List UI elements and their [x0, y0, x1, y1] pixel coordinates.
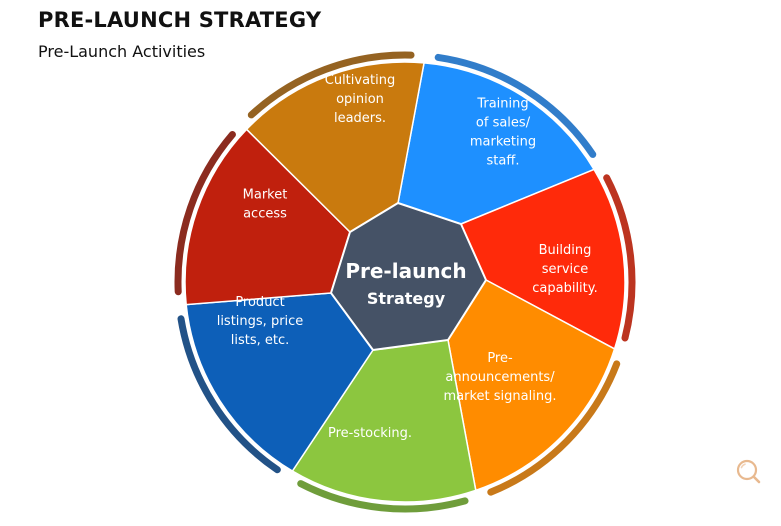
wheel-segment	[245, 61, 425, 233]
wheel-rim-arc	[434, 53, 597, 158]
segment-label: Building	[539, 243, 592, 258]
search-icon[interactable]	[733, 456, 765, 488]
segment-label: Pre-stocking.	[328, 426, 412, 441]
segment-label: marketing	[470, 135, 536, 150]
segment-label: opinion	[336, 92, 384, 107]
center-hub	[329, 201, 488, 352]
segment-label: access	[243, 207, 287, 222]
segment-label: capability.	[532, 281, 598, 296]
segment-label: leaders.	[334, 111, 386, 126]
wheel-rim-arc	[174, 131, 236, 296]
segment-label: announcements/	[445, 370, 555, 385]
segment-label: Cultivating	[325, 73, 396, 88]
segment-label: Market	[243, 188, 288, 203]
segment-label: market signaling.	[444, 389, 557, 404]
segment-label: of sales/	[476, 116, 531, 131]
segment-label: Training	[476, 97, 528, 112]
segment-label: Product	[235, 295, 284, 310]
wheel-rim-arc	[247, 51, 415, 119]
segment-label: lists, etc.	[231, 333, 290, 348]
wheel-segment	[185, 292, 374, 473]
page-subtitle: Pre-Launch Activities	[38, 42, 206, 61]
wheel-rim-arc	[297, 480, 469, 513]
wheel-segment	[291, 339, 477, 503]
wheel-segment	[184, 128, 351, 306]
segment-label: service	[542, 262, 589, 277]
center-title: Pre-launch	[345, 259, 466, 283]
page-title: PRE-LAUNCH STRATEGY	[38, 8, 322, 32]
wheel-rim-arc	[177, 315, 281, 474]
wheel-rim	[174, 51, 636, 513]
segment-label: staff.	[487, 154, 520, 169]
wheel-labels: Training of sales/marketing staff. Building…	[217, 73, 598, 441]
wheel-segment	[459, 168, 626, 350]
segment-label: listings, price	[217, 314, 304, 329]
wheel-segment	[447, 279, 616, 492]
segment-label: Pre-	[487, 351, 513, 366]
wheel-segment	[397, 62, 596, 225]
wheel-rim-arc	[487, 360, 621, 496]
center-subtitle: Strategy	[367, 289, 446, 308]
wheel-rim-arc	[603, 174, 636, 342]
wheel-segments	[184, 61, 626, 503]
